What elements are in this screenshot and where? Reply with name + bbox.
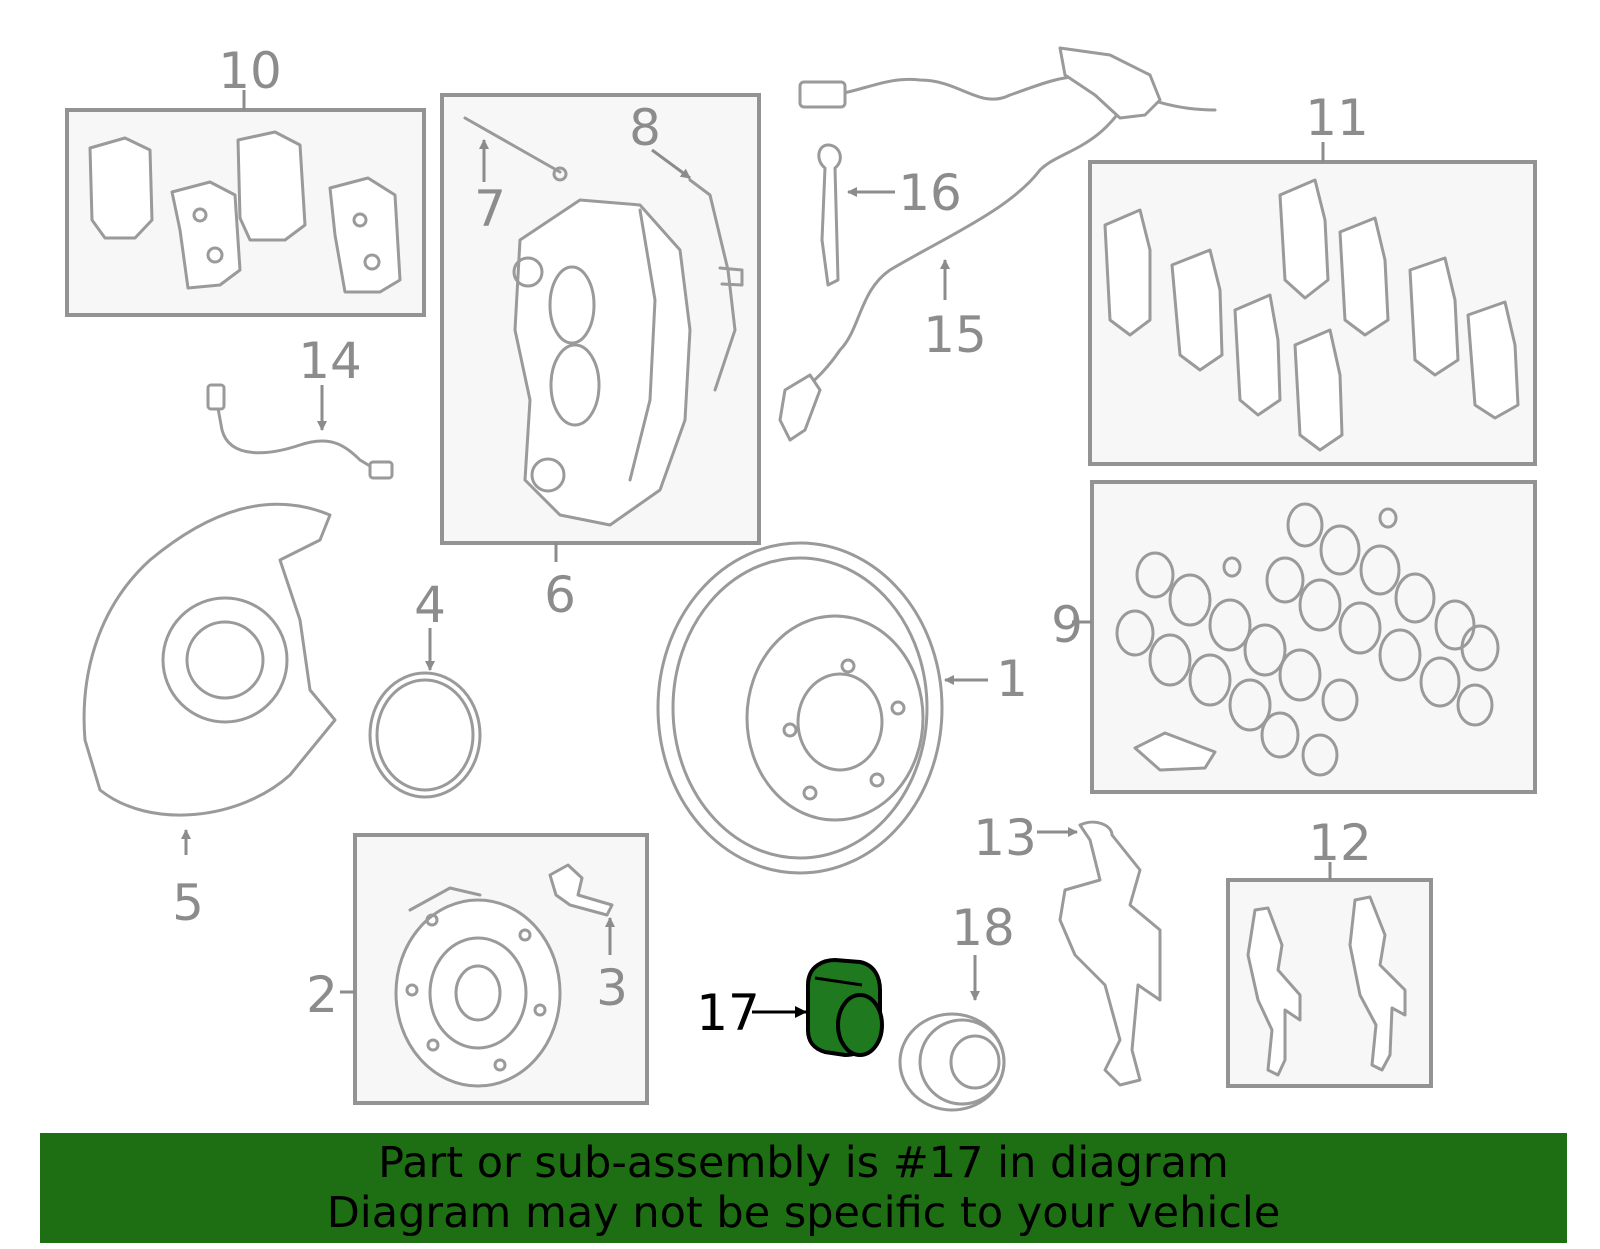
callout-4: 4 xyxy=(414,576,446,634)
callout-8: 8 xyxy=(629,99,661,157)
callout-15: 15 xyxy=(923,306,987,364)
brake-rotor-1 xyxy=(656,541,944,875)
pad-set-group-10 xyxy=(65,90,426,317)
callout-3: 3 xyxy=(596,959,628,1017)
sensor-bracket-16 xyxy=(817,143,842,287)
hub-seal-18 xyxy=(898,1012,1006,1112)
banner-line-1: Part or sub-assembly is #17 in diagram xyxy=(378,1138,1229,1188)
caliper-group-6 xyxy=(440,93,761,562)
callout-2: 2 xyxy=(306,966,338,1024)
dust-shield-5 xyxy=(82,502,337,817)
pad-set-group-11 xyxy=(1088,142,1537,466)
callout-6: 6 xyxy=(544,566,576,624)
callout-1: 1 xyxy=(996,650,1028,708)
clip-set-group-12 xyxy=(1226,862,1433,1088)
bushing-part-17-highlight[interactable] xyxy=(806,957,884,1058)
callout-18: 18 xyxy=(951,899,1015,957)
callout-5: 5 xyxy=(172,874,204,932)
callout-17: 17 xyxy=(696,984,760,1042)
callout-7: 7 xyxy=(474,180,506,238)
callout-14: 14 xyxy=(298,332,362,390)
seal-ring-4 xyxy=(368,671,482,799)
hub-group-2 xyxy=(340,833,649,1105)
retainer-clip-13 xyxy=(1058,820,1162,1087)
callout-13: 13 xyxy=(973,809,1037,867)
callout-9: 9 xyxy=(1051,596,1083,654)
info-banner: Part or sub-assembly is #17 in diagram D… xyxy=(40,1133,1567,1243)
callout-12: 12 xyxy=(1308,814,1372,872)
brake-hose-14 xyxy=(213,390,387,477)
banner-line-2: Diagram may not be specific to your vehi… xyxy=(326,1188,1281,1238)
callout-16: 16 xyxy=(898,164,962,222)
callout-11: 11 xyxy=(1305,89,1369,147)
callout-10: 10 xyxy=(218,42,282,100)
seal-kit-group-9 xyxy=(1072,480,1537,794)
